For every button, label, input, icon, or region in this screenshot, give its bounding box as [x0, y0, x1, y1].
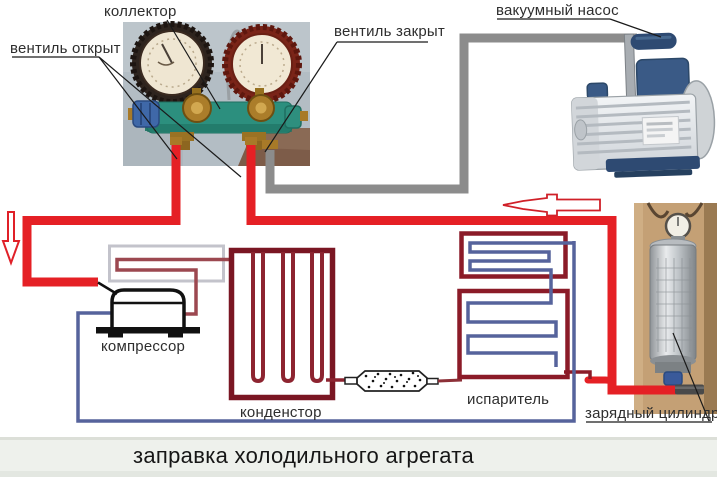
pointer-cylinder [672, 332, 710, 422]
left-flow-arrow-icon [502, 193, 601, 217]
cylinder-valve-icon [663, 371, 683, 386]
compressor-body [96, 281, 200, 338]
pump-handle-icon [630, 32, 677, 50]
fitting-highlight [675, 386, 704, 389]
charge-hose-left-line [22, 140, 181, 287]
loop-frame [108, 244, 225, 283]
pointer-valve-closed [264, 41, 338, 153]
pointer-valve-open-2 [98, 56, 242, 178]
charge-hose-right-line [246, 140, 676, 395]
process-tube-stub [97, 281, 118, 296]
evaporator-upper-frame [459, 231, 568, 279]
vacuum-hose-line [265, 33, 637, 194]
manifold-gauges-photo [123, 21, 310, 166]
evaporator-lower-frame [457, 288, 570, 380]
page-title: заправка холодильного агрегата [133, 443, 474, 468]
pointer-vacuum-pump [609, 18, 662, 38]
filter-drier [344, 370, 439, 392]
callout-lines [12, 18, 712, 423]
vacuum-pump-photo [571, 32, 716, 178]
pump-base [605, 155, 700, 172]
bottom-band [0, 437, 717, 477]
label-evaporator: испаритель [467, 391, 550, 408]
label-compressor: компрессор [101, 338, 186, 355]
left-gauge-icon [130, 21, 214, 105]
suction-line [76, 241, 576, 423]
charge-hose-evaporator-branch [584, 376, 616, 388]
condenser-coil [228, 247, 352, 401]
capillary-line [437, 378, 463, 383]
pointer-valve-open-1 [98, 56, 178, 160]
evaporator-coil-line [466, 241, 574, 367]
label-valve-open: вентиль открыт [10, 40, 121, 57]
label-vacuum-pump: вакуумный насос [496, 2, 619, 19]
cylinder-body [649, 244, 697, 362]
label-condenser: конденстор [240, 404, 322, 421]
hose-crimp [245, 137, 257, 145]
discharge-line [115, 257, 234, 316]
label-valve-closed: вентиль закрыт [334, 23, 445, 40]
closed-valve-knob-icon [284, 105, 308, 129]
down-flow-arrow-icon [1, 211, 21, 266]
label-charging-cylinder: зарядный цилиндр [585, 405, 717, 422]
filter-speckles [364, 371, 422, 389]
cylinder-hose-fitting [675, 384, 704, 395]
cylinder-scale [656, 258, 692, 352]
label-collector: коллектор [104, 3, 177, 20]
open-valve-knob-icon [128, 100, 160, 128]
hose-crimp [170, 137, 182, 145]
pointer-collector [166, 19, 221, 110]
charging-cylinder-photo [634, 202, 717, 414]
